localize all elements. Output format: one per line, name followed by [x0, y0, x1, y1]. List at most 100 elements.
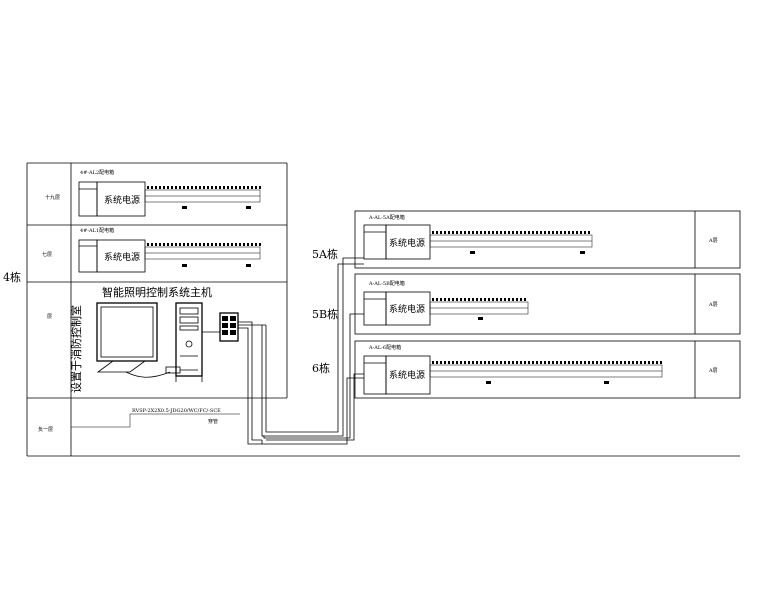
terminal-tick — [660, 361, 662, 364]
terminal-tick — [564, 231, 566, 234]
terminal-tick — [444, 361, 446, 364]
terminal-tick — [151, 186, 153, 189]
terminal-tick — [588, 231, 590, 234]
terminal-tick — [556, 231, 558, 234]
terminal-tick — [560, 361, 562, 364]
terminal-tick — [656, 361, 658, 364]
terminal-tick — [620, 361, 622, 364]
terminal-tick — [500, 298, 502, 301]
terminal-tick — [175, 186, 177, 189]
monitor-icon — [96, 302, 181, 378]
bus-cabling — [238, 257, 364, 445]
terminal-tick — [456, 298, 458, 301]
host-tower-icon — [175, 302, 203, 382]
terminal-tick — [179, 186, 181, 189]
terminal-tick — [552, 361, 554, 364]
terminal-tick — [452, 298, 454, 301]
terminal-tick — [580, 231, 582, 234]
terminal-tick — [644, 361, 646, 364]
host-title: 智能照明控制系统主机 — [102, 285, 212, 299]
terminal-tick — [203, 186, 205, 189]
terminal-tick — [468, 231, 470, 234]
building-5a: 5A栋 A层 A-AL-5A配电箱 系统电源 — [312, 210, 741, 269]
terminal-tick — [612, 361, 614, 364]
terminal-tick — [508, 361, 510, 364]
terminal-tick — [440, 231, 442, 234]
terminal-tick — [520, 231, 522, 234]
terminal-tick — [464, 361, 466, 364]
terminal-tick — [480, 361, 482, 364]
terminal-tick — [512, 298, 514, 301]
terminal-tick — [183, 243, 185, 246]
terminal-tick — [436, 361, 438, 364]
terminal-tick — [468, 298, 470, 301]
terminal-tick — [516, 361, 518, 364]
panel-7f: 4#-AL1配电箱 系统电源 — [78, 227, 261, 273]
terminal-tick — [456, 231, 458, 234]
building-5a-power-label: 系统电源 — [389, 237, 425, 249]
terminal-tick — [580, 361, 582, 364]
terminal-tick — [604, 361, 606, 364]
terminal-tick — [159, 186, 161, 189]
terminal-tick — [464, 231, 466, 234]
terminal-tick — [247, 186, 249, 189]
floor-label-lower: 层 — [47, 314, 52, 320]
terminal-tick — [187, 186, 189, 189]
terminal-tick — [636, 361, 638, 364]
terminal-tick — [235, 243, 237, 246]
terminal-tick — [500, 361, 502, 364]
terminal-tick — [476, 298, 478, 301]
terminal-tick — [552, 231, 554, 234]
terminal-tick — [532, 231, 534, 234]
terminal-tick — [207, 243, 209, 246]
terminal-tick — [540, 361, 542, 364]
terminal-tick — [568, 231, 570, 234]
terminal-tick — [596, 361, 598, 364]
terminal-tick — [556, 361, 558, 364]
terminal-tick — [231, 186, 233, 189]
terminal-tick — [508, 231, 510, 234]
building-6-floor: A层 — [708, 368, 718, 374]
terminal-tick — [456, 361, 458, 364]
terminal-tick — [616, 361, 618, 364]
terminal-tick — [191, 186, 193, 189]
terminal-tick — [488, 361, 490, 364]
terminal-tick — [572, 361, 574, 364]
terminal-tick — [432, 231, 434, 234]
terminal-tick — [452, 361, 454, 364]
terminal-tick — [251, 186, 253, 189]
building-5b-label: 5B栋 — [312, 307, 338, 321]
cable-spec-label: RVSP-2X2X0.5-JDG20/WC/FC/-SCE — [132, 408, 221, 414]
terminal-tick — [239, 243, 241, 246]
terminal-tick — [195, 243, 197, 246]
terminal-tick — [155, 243, 157, 246]
terminal-tick — [440, 361, 442, 364]
terminal-tick — [167, 186, 169, 189]
terminal-tick — [572, 231, 574, 234]
terminal-tick — [167, 243, 169, 246]
terminal-tick — [444, 231, 446, 234]
terminal-tick — [163, 186, 165, 189]
terminal-tick — [472, 361, 474, 364]
panel-7f-title: 4#-AL1配电箱 — [80, 227, 114, 234]
terminal-tick — [243, 243, 245, 246]
terminal-tick — [223, 186, 225, 189]
terminal-tick — [484, 231, 486, 234]
terminal-tick — [504, 361, 506, 364]
gateway-module-icon — [202, 312, 239, 342]
terminal-tick — [472, 231, 474, 234]
building-5a-panel-title: A-AL-5A配电箱 — [368, 214, 405, 221]
terminal-tick — [592, 361, 594, 364]
terminal-tick — [496, 361, 498, 364]
terminal-tick — [155, 186, 157, 189]
terminal-tick — [175, 243, 177, 246]
building-5b-power-label: 系统电源 — [389, 303, 425, 315]
building-4-label: 4栋 — [3, 270, 21, 284]
building-5b-panel-title: A-AL-5B配电箱 — [368, 280, 405, 287]
terminal-tick — [452, 231, 454, 234]
terminal-tick — [496, 231, 498, 234]
terminal-tick — [544, 361, 546, 364]
terminal-tick — [640, 361, 642, 364]
terminal-tick — [500, 231, 502, 234]
